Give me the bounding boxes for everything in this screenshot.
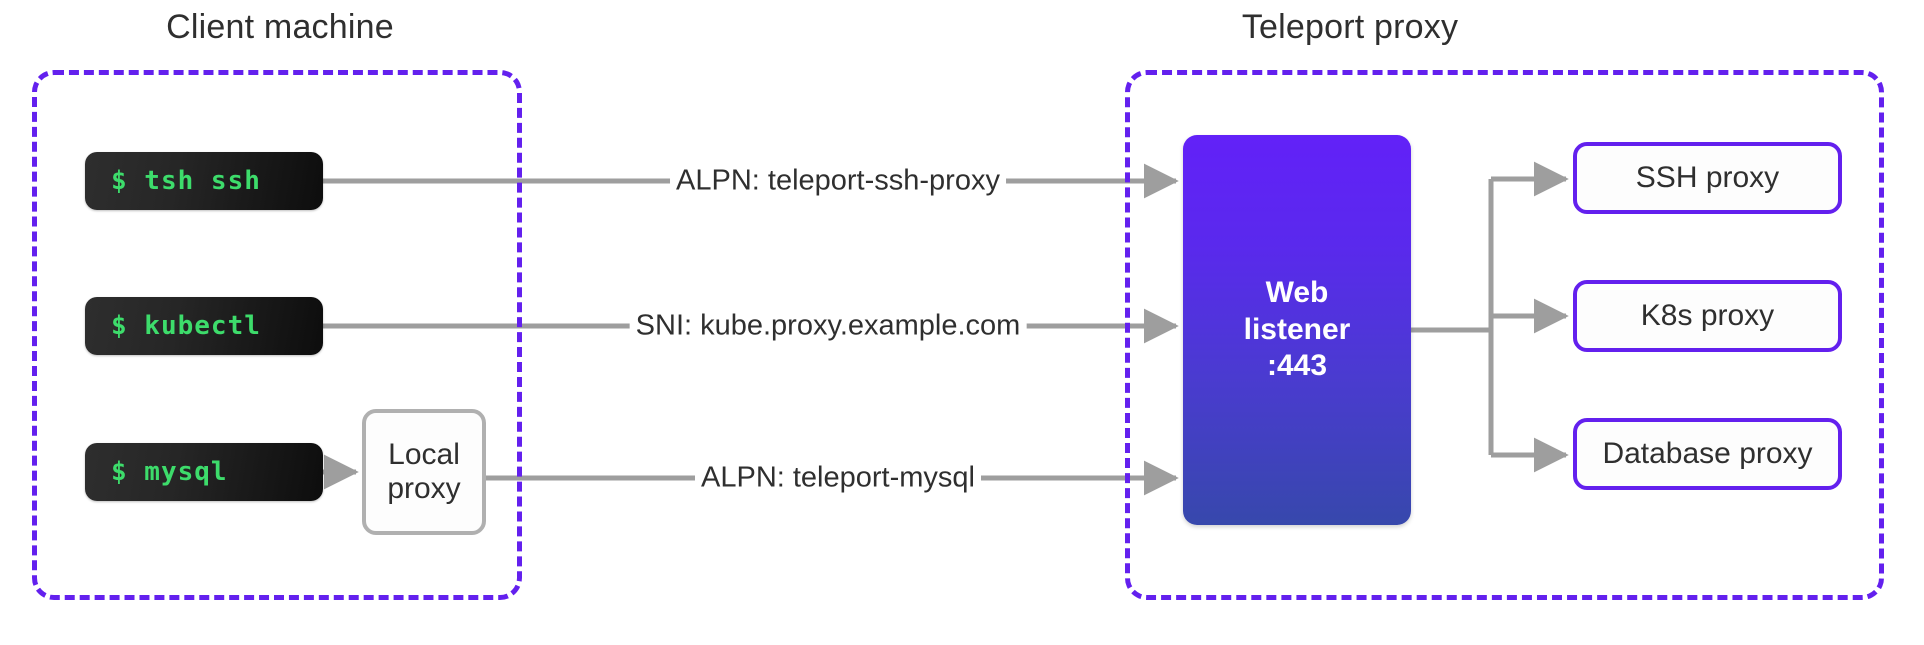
database-proxy-node[interactable]: Database proxy	[1573, 418, 1842, 490]
terminal-kubectl-text: $ kubectl	[111, 311, 261, 341]
terminal-tsh-ssh[interactable]: $ tsh ssh	[85, 152, 323, 210]
edge-label-mysql-route: ALPN: teleport-mysql	[695, 463, 981, 493]
teleport-proxy-title: Teleport proxy	[1241, 8, 1459, 46]
ssh-proxy-label: SSH proxy	[1635, 161, 1780, 194]
client-machine-title: Client machine	[166, 8, 394, 46]
k8s-proxy-node[interactable]: K8s proxy	[1573, 280, 1842, 352]
ssh-proxy-node[interactable]: SSH proxy	[1573, 142, 1842, 214]
edge-label-ssh-route: ALPN: teleport-ssh-proxy	[670, 166, 1006, 196]
web-listener-label-line2: listener	[1243, 312, 1351, 346]
web-listener-label-line1: Web	[1265, 276, 1329, 310]
teleport-proxy-boundary	[1125, 70, 1884, 600]
terminal-mysql[interactable]: $ mysql	[85, 443, 323, 501]
local-proxy-label-line1: Local	[388, 438, 460, 472]
local-proxy-node[interactable]: Local proxy	[362, 409, 486, 535]
client-machine-boundary	[32, 70, 522, 600]
terminal-kubectl[interactable]: $ kubectl	[85, 297, 323, 355]
k8s-proxy-label: K8s proxy	[1640, 299, 1775, 332]
web-listener-node[interactable]: Web listener :443	[1183, 135, 1411, 525]
terminal-mysql-text: $ mysql	[111, 457, 228, 487]
database-proxy-label: Database proxy	[1602, 437, 1813, 470]
local-proxy-label-line2: proxy	[387, 472, 461, 505]
web-listener-port: :443	[1266, 349, 1328, 383]
terminal-tsh-ssh-text: $ tsh ssh	[111, 166, 261, 196]
edge-label-kube-route: SNI: kube.proxy.example.com	[629, 311, 1027, 341]
